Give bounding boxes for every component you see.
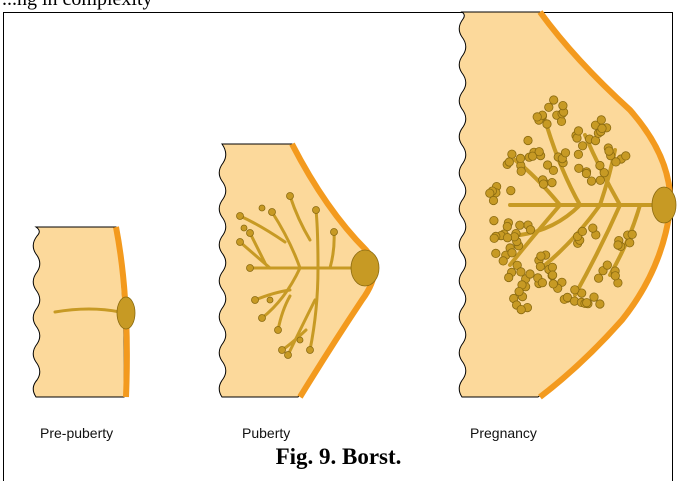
pre-puberty-section: [33, 227, 135, 397]
alveolus: [536, 262, 544, 270]
alveolus: [603, 261, 611, 269]
alveolus: [533, 113, 541, 121]
alveolus: [598, 124, 606, 132]
alveolus: [582, 169, 590, 177]
alveolus: [516, 154, 524, 162]
alveolus: [526, 226, 534, 234]
alveolus: [505, 158, 513, 166]
alveolus: [548, 271, 556, 279]
alveolus: [548, 178, 556, 186]
puberty-section: [219, 144, 379, 397]
alveolus: [505, 273, 513, 281]
alveolus: [559, 101, 567, 109]
alveolus: [508, 150, 516, 158]
alveolus: [508, 249, 516, 257]
alveolus: [548, 263, 556, 271]
alveolus: [571, 286, 579, 294]
alveolus: [489, 196, 497, 204]
alveolus: [605, 147, 613, 155]
alveolus: [524, 136, 532, 144]
alveolus: [596, 176, 604, 184]
alveolus: [517, 167, 525, 175]
alveolus: [578, 142, 586, 150]
alveolus: [561, 149, 569, 157]
alveolus: [538, 279, 546, 287]
pregnancy-section: [459, 12, 676, 397]
alveolus: [626, 239, 634, 247]
alveolus: [557, 117, 565, 125]
alveolus: [543, 161, 551, 169]
alveolus: [589, 224, 597, 232]
alveolus: [517, 305, 525, 313]
alveolus: [515, 287, 523, 295]
alveolus: [550, 96, 558, 104]
alveolus: [594, 274, 602, 282]
alveolus: [622, 152, 630, 160]
alveolus: [526, 270, 534, 278]
alveolus: [590, 293, 598, 301]
alveolus: [583, 299, 591, 307]
figure-caption: Fig. 9. Borst.: [0, 444, 677, 470]
alveolus: [490, 216, 498, 224]
alveolus: [587, 177, 595, 185]
alveolus: [574, 127, 582, 135]
alveolus: [543, 120, 551, 128]
alveolus: [578, 227, 586, 235]
stage-label-pre-puberty: Pre-puberty: [40, 425, 113, 441]
alveolus: [614, 241, 622, 249]
alveolus: [516, 221, 524, 229]
pre-puberty-nipple: [117, 297, 135, 329]
pre-puberty-tissue: [33, 227, 124, 397]
alveolus: [575, 164, 583, 172]
alveolus: [574, 150, 582, 158]
alveolus: [499, 257, 507, 265]
alveolus: [597, 116, 605, 124]
pregnancy-nipple: [652, 187, 676, 223]
alveolus: [596, 300, 604, 308]
stage-label-puberty: Puberty: [242, 425, 290, 441]
puberty-nipple: [351, 250, 379, 286]
puberty-tissue: [219, 144, 373, 397]
alveolus: [549, 280, 557, 288]
alveolus: [537, 252, 545, 260]
alveolus: [596, 161, 604, 169]
alveolus: [503, 234, 511, 242]
alveolus: [539, 180, 547, 188]
alveolus: [611, 272, 619, 280]
alveolus: [507, 186, 515, 194]
stage-label-pregnancy: Pregnancy: [470, 425, 537, 441]
alveolus: [492, 249, 500, 257]
alveolus: [535, 148, 543, 156]
alveolus: [612, 158, 620, 166]
alveolus: [545, 103, 553, 111]
alveolus: [628, 230, 636, 238]
alveolus: [490, 234, 498, 242]
